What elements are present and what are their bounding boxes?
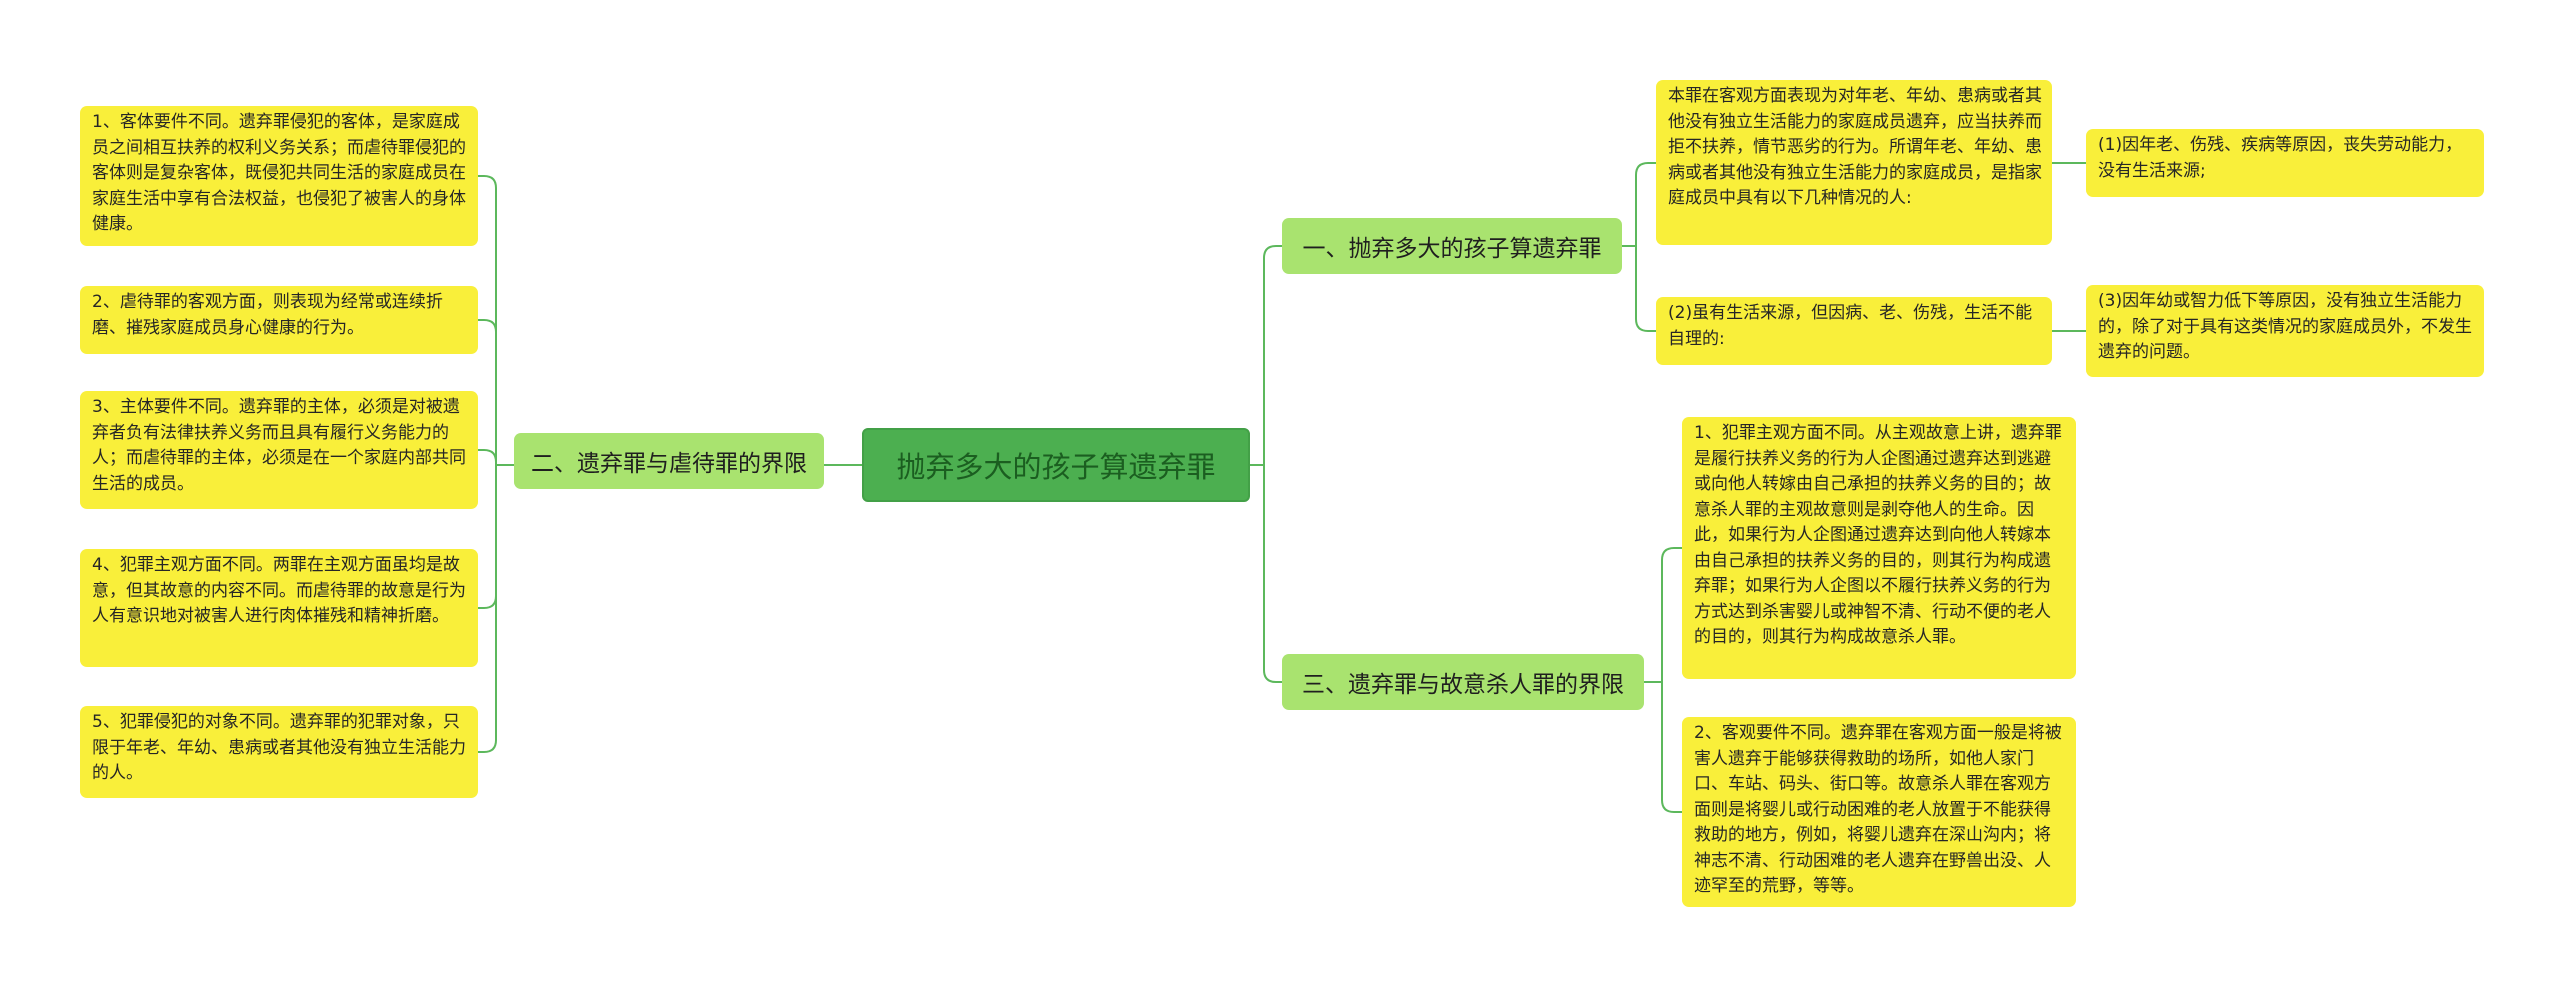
branch-2-leaf-5[interactable]: 5、犯罪侵犯的对象不同。遗弃罪的犯罪对象，只限于年老、年幼、患病或者其他没有独立…: [80, 706, 478, 798]
connector-root-branch-1: [1250, 245, 1282, 466]
branch-1-leaf-2-child[interactable]: (3)因年幼或智力低下等原因，没有独立生活能力的，除了对于具有这类情况的家庭成员…: [2086, 285, 2484, 377]
connector-b1-leaf-1: [1622, 162, 1656, 247]
connector-b2-leaf-2: [478, 319, 514, 466]
connector-b3-leaf-2: [1644, 681, 1682, 813]
branch-3-topic[interactable]: 三、遗弃罪与故意杀人罪的界限: [1282, 654, 1644, 710]
connector-b1-leaf-2: [1622, 245, 1656, 332]
branch-1-topic[interactable]: 一、抛弃多大的孩子算遗弃罪: [1282, 218, 1622, 274]
connector-root-branch-3: [1250, 464, 1282, 683]
branch-2-leaf-2[interactable]: 2、虐待罪的客观方面，则表现为经常或连续折磨、摧残家庭成员身心健康的行为。: [80, 286, 478, 354]
branch-2-topic[interactable]: 二、遗弃罪与虐待罪的界限: [514, 433, 824, 489]
connector-b2-leaf-5: [478, 464, 514, 753]
branch-1-leaf-2[interactable]: (2)虽有生活来源，但因病、老、伤残，生活不能自理的:: [1656, 297, 2052, 365]
branch-2-leaf-4[interactable]: 4、犯罪主观方面不同。两罪在主观方面虽均是故意，但其故意的内容不同。而虐待罪的故…: [80, 549, 478, 667]
connector-b2-leaf-3: [478, 449, 514, 466]
root-topic[interactable]: 抛弃多大的孩子算遗弃罪: [862, 428, 1250, 502]
branch-2-leaf-1[interactable]: 1、客体要件不同。遗弃罪侵犯的客体，是家庭成员之间相互扶养的权利义务关系；而虐待…: [80, 106, 478, 246]
branch-1-leaf-1-child[interactable]: (1)因年老、伤残、疾病等原因，丧失劳动能力，没有生活来源;: [2086, 129, 2484, 197]
branch-2-leaf-3[interactable]: 3、主体要件不同。遗弃罪的主体，必须是对被遗弃者负有法律扶养义务而且具有履行义务…: [80, 391, 478, 509]
connector-b3-leaf-1: [1644, 547, 1682, 683]
connector-b2-leaf-1: [478, 175, 514, 466]
branch-1-leaf-1[interactable]: 本罪在客观方面表现为对年老、年幼、患病或者其他没有独立生活能力的家庭成员遗弃，应…: [1656, 80, 2052, 245]
branch-3-leaf-2[interactable]: 2、客观要件不同。遗弃罪在客观方面一般是将被害人遗弃于能够获得救助的场所，如他人…: [1682, 717, 2076, 907]
branch-3-leaf-1[interactable]: 1、犯罪主观方面不同。从主观故意上讲，遗弃罪是履行扶养义务的行为人企图通过遗弃达…: [1682, 417, 2076, 679]
